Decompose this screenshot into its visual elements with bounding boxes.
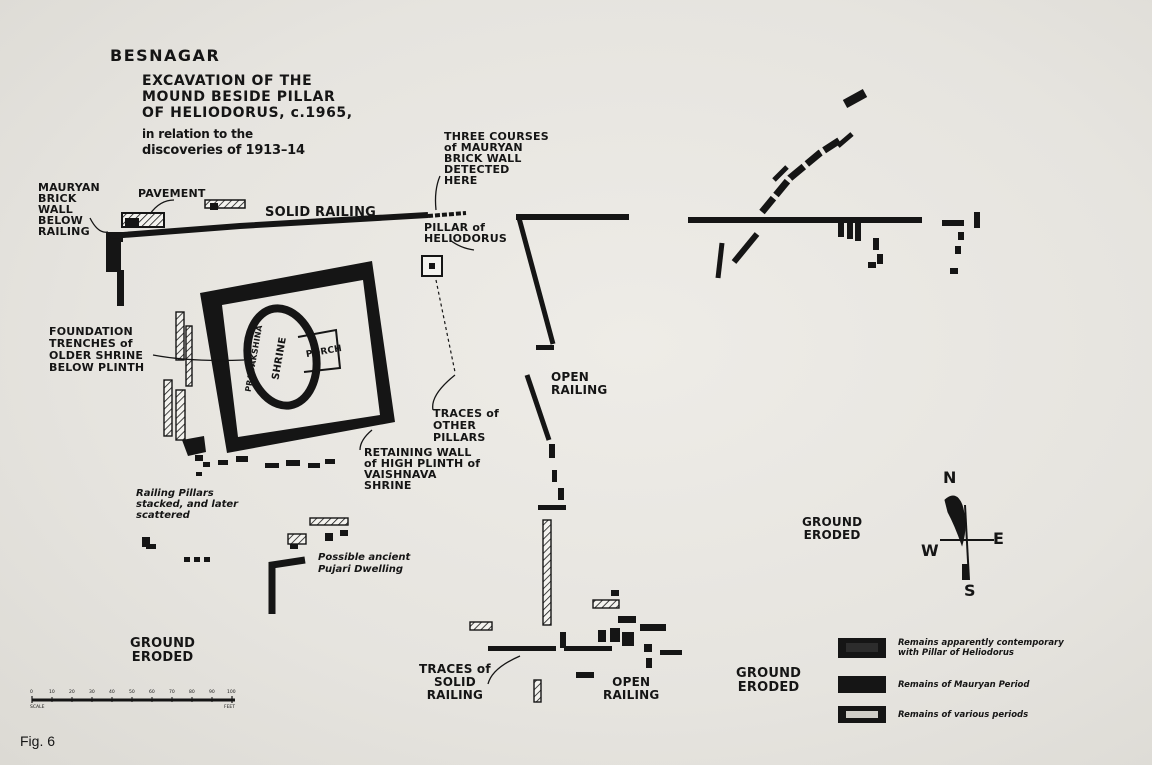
figure-label: Fig. 6 [20,733,56,749]
open-railing-east [516,214,629,626]
compass-north: N [943,468,957,487]
subtitle-line-1: EXCAVATION OF THE [142,73,313,89]
pujari-dwelling-remains [142,517,349,614]
scale-tick-70: 70 [169,690,175,695]
compass-rose [940,495,994,581]
compass-east: E [993,529,1005,548]
scale-tick-30: 30 [89,690,95,695]
scale-left-label: SCALE [30,705,45,710]
scale-tick-60: 60 [149,690,155,695]
scale-unit: FEET [224,705,236,710]
scale-tick-90: 90 [209,690,215,695]
compass-west: W [921,541,939,560]
label-pavement: PAVEMENT [138,187,206,200]
subtitle-small-line-2: discoveries of 1913–14 [142,143,305,158]
wall-fragments-north [759,89,868,215]
shrine-plinth [200,261,395,453]
pillar-of-heliodorus [421,255,456,373]
legend-item-mauryan: Remains of Mauryan Period [898,680,1030,690]
mauryan-brick-course [427,211,467,218]
label-solid-railing-north: SOLID RAILING [265,205,377,220]
compass-south: S [964,581,976,600]
subtitle-line-3: OF HELIODORUS, c.1965, [142,105,353,121]
map-title: BESNAGAR [110,46,221,65]
leader-arrows [89,175,521,685]
scale-tick-40: 40 [109,690,115,695]
scale-tick-0: 0 [30,690,33,695]
scale-bar-graphic [31,696,235,703]
railing-pillar-stacks [163,311,335,476]
scale-tick-10: 10 [49,690,55,695]
scale-tick-100: 100 [227,690,236,695]
pavement-remains [121,199,246,228]
scale-tick-20: 20 [69,690,75,695]
subtitle-line-2: MOUND BESIDE PILLAR [142,89,336,105]
south-railing-remains [469,590,682,703]
solid-railing-north [109,212,429,239]
legend-swatches [838,638,886,723]
railing-northeast [688,212,980,279]
scale-tick-50: 50 [129,690,135,695]
mauryan-wall-northwest [106,232,124,306]
subtitle-small-line-1: in relation to the [142,127,253,141]
scale-tick-80: 80 [189,690,195,695]
legend-item-various: Remains of various periods [898,710,1029,720]
